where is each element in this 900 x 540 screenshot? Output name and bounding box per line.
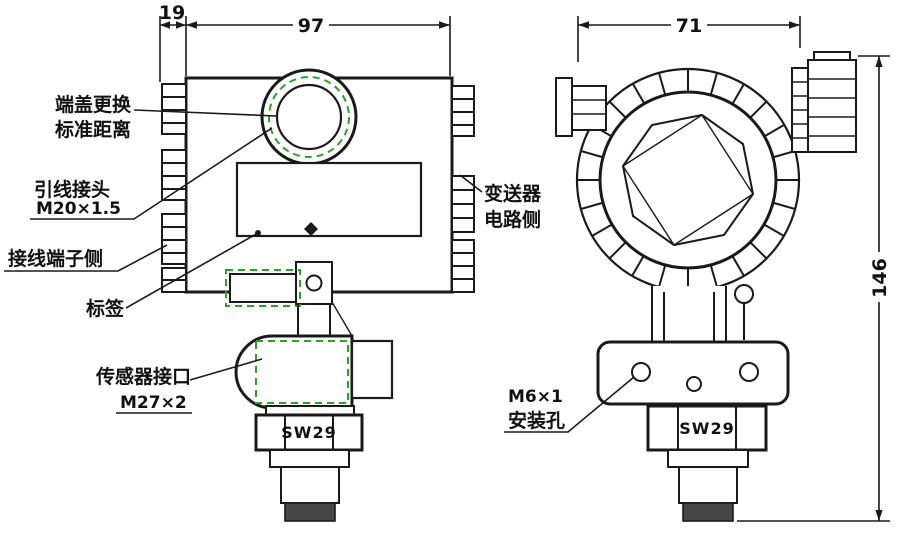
callout-lead-connector-spec: M20×1.5 (36, 199, 121, 219)
fin-lines (162, 162, 186, 190)
cover-facets-inner (622, 114, 754, 246)
circuit-side-fins (451, 85, 475, 293)
neck-lines (651, 286, 727, 342)
hex-facet-lines (284, 415, 334, 450)
connector-stem (678, 466, 738, 504)
dim-housing-diameter: 71 (676, 15, 702, 37)
bracket-dashed-outline (225, 269, 301, 307)
dim-total-height: 146 (869, 258, 891, 298)
arrowhead (186, 21, 197, 29)
bracket-and-neck (225, 261, 353, 338)
mounting-bracket (596, 340, 790, 406)
callout-annotations: 端盖更换 标准距离 引线接头 M20×1.5 接线端子侧 标签 传感器接口 M2… (4, 93, 635, 433)
arrowhead (439, 21, 450, 29)
gland-cap (813, 51, 851, 61)
leader-terminal-side (4, 244, 168, 272)
connector-flange (667, 449, 749, 468)
process-connection-right: SW29 (646, 404, 768, 522)
plug-lines (572, 99, 606, 115)
dimension-annotations: 19 97 71 146 (159, 2, 891, 522)
leader-circuit-side (459, 174, 483, 193)
pressure-port-tip (682, 502, 734, 522)
arrowhead (875, 510, 883, 521)
hex-facet-lines (677, 406, 737, 450)
gland-flange-lines (792, 81, 808, 139)
extension-lines (159, 16, 890, 522)
fin-lines (162, 96, 186, 124)
sensor-module-end-block (350, 339, 394, 400)
callout-mounting-hole: 安装孔 (508, 409, 565, 432)
arrowhead (875, 56, 883, 67)
callout-end-cover-line2: 标准距离 (55, 118, 131, 141)
connector-stem (280, 466, 340, 504)
arrowhead (578, 21, 589, 29)
dimension-lines (160, 24, 880, 521)
callout-circuit-side-line1: 变送器 (484, 182, 542, 205)
leader-tag-dot (255, 230, 261, 236)
callout-mounting-spec: M6×1 (508, 387, 563, 407)
radial-fin-ticks (577, 69, 799, 291)
cable-entry-bore (275, 83, 343, 151)
arrowhead (176, 21, 186, 29)
fin-lines (162, 226, 186, 254)
arrowhead (160, 21, 170, 29)
dim-body-width: 97 (298, 15, 324, 37)
blanking-plug (555, 77, 607, 137)
gland-body-lines (808, 78, 856, 137)
sensor-module-body (234, 334, 354, 410)
mounting-hole-center (686, 376, 702, 392)
nameplate-diamond-marker (304, 222, 318, 236)
neck-diagonal (331, 301, 353, 337)
callout-end-cover-line1: 端盖更换 (55, 93, 132, 116)
fin-lines (452, 98, 474, 126)
hex-size-marking: SW29 (679, 419, 734, 438)
leader-lead-connector (30, 127, 273, 220)
leader-mounting-hole (504, 376, 635, 433)
cable-gland (791, 51, 857, 153)
left-view-side: SW29 (161, 68, 475, 522)
cover-clearance-dashed-circle (268, 76, 350, 158)
callout-lead-connector: 引线接头 (34, 178, 110, 201)
hex-nut (646, 404, 768, 452)
mounting-hole-left (631, 362, 651, 382)
sensor-dashed-outline (255, 340, 349, 404)
fin-lines (452, 252, 474, 280)
dim-offset-left: 19 (159, 2, 185, 24)
callout-sensor-port: 传感器接口 (95, 365, 191, 388)
plug-body (571, 85, 607, 131)
sensor-module (234, 334, 394, 410)
callout-terminal-side: 接线端子侧 (8, 247, 103, 270)
leader-tag (125, 232, 259, 309)
hex-size-marking: SW29 (281, 423, 336, 442)
side-screw (734, 284, 754, 304)
bracket-arm (229, 273, 297, 303)
neck-front (651, 284, 754, 342)
gland-body (807, 59, 857, 153)
arrowhead (789, 21, 800, 29)
bracket-body (596, 340, 790, 406)
leader-end-cover (133, 109, 277, 117)
callout-sensor-port-spec: M27×2 (120, 393, 187, 413)
callout-tag: 标签 (86, 297, 125, 320)
neck-lines (297, 304, 331, 338)
connector-flange (269, 449, 350, 468)
right-view-front: SW29 (555, 51, 857, 522)
nameplate (235, 161, 423, 238)
process-connection-left: SW29 (254, 405, 364, 522)
bracket-screw-hole (305, 274, 323, 292)
plug-flange (555, 77, 573, 137)
leader-sensor-port (189, 358, 263, 381)
fin-lines (452, 189, 474, 219)
callout-circuit-side-line2: 电路侧 (484, 208, 541, 231)
pressure-port-tip (284, 502, 336, 522)
mounting-hole-right (739, 362, 759, 382)
